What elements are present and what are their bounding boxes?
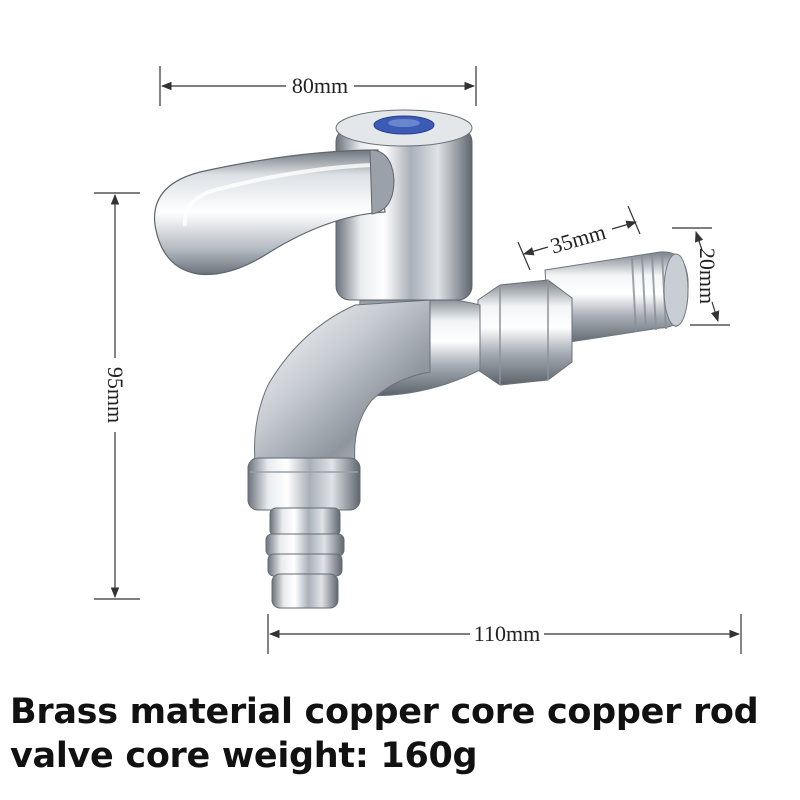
- dimension-label-total-length: 110mm: [474, 621, 540, 646]
- dimension-inlet-diameter: 20mm: [672, 227, 730, 326]
- dimension-label-top-width: 80mm: [292, 73, 348, 98]
- faucet-diagram: 80mm 95mm 110mm 35mm 20mm: [94, 66, 742, 654]
- product-caption: Brass material copper core copper rod va…: [10, 690, 790, 778]
- caption-line-2: valve core weight: 160g: [10, 736, 478, 776]
- faucet-illustration: [153, 109, 689, 609]
- dimension-total-length: 110mm: [267, 614, 742, 654]
- dimension-label-inlet-length: 35mm: [547, 219, 608, 259]
- dimension-label-height: 95mm: [103, 367, 128, 423]
- caption-line-1: Brass material copper core copper rod: [10, 692, 759, 732]
- dimension-label-inlet-diameter: 20mm: [695, 248, 720, 304]
- dimension-top-width: 80mm: [159, 66, 477, 106]
- dimension-height: 95mm: [94, 192, 140, 600]
